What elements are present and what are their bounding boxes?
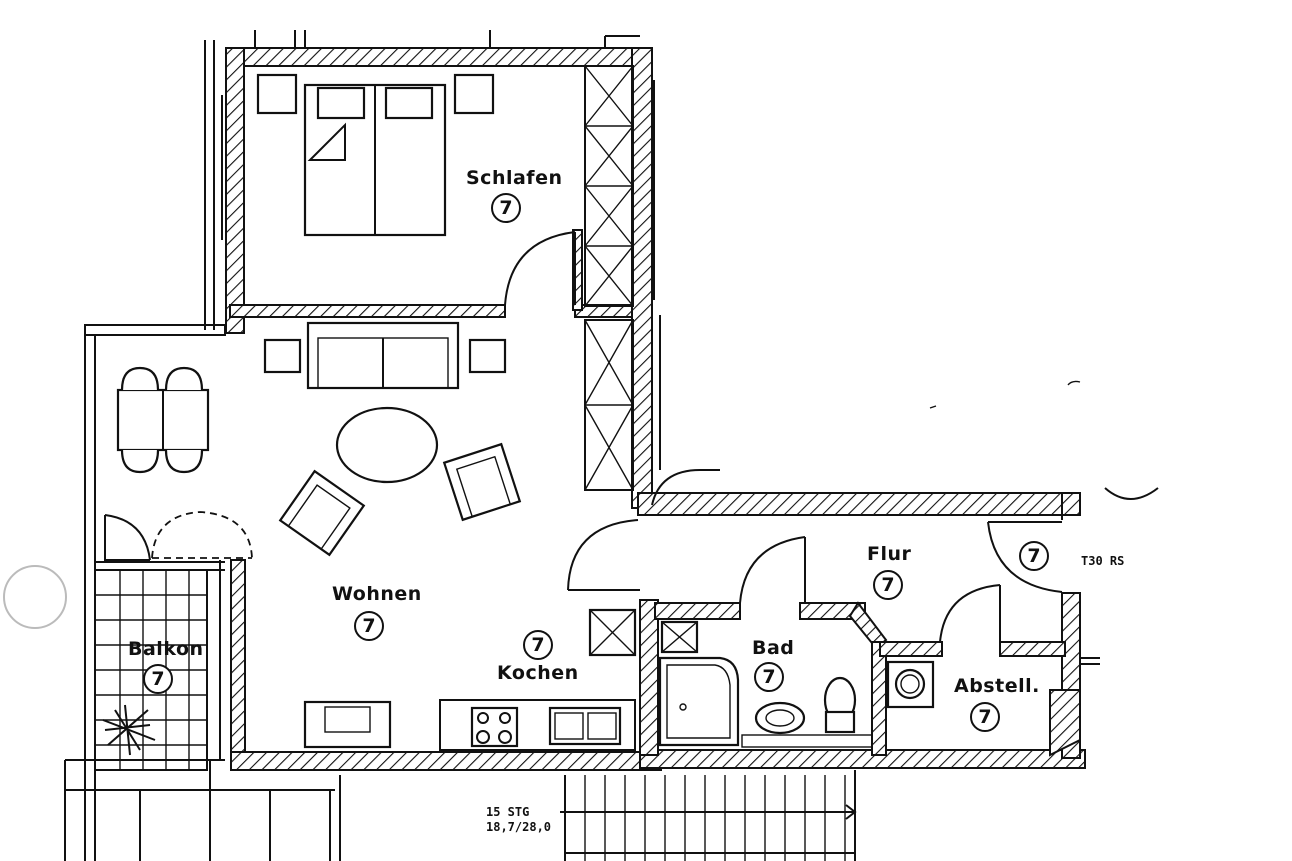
room-labels: Schlafen 7 Wohnen 7 7 Kochen Balkon 7 Fl… bbox=[128, 167, 1124, 834]
stairs bbox=[560, 770, 857, 861]
kitchen-fittings bbox=[439, 608, 637, 751]
room-number-flur: 7 bbox=[881, 574, 894, 596]
wardrobes bbox=[584, 65, 634, 491]
edge-marks bbox=[3, 380, 1159, 665]
room-label-bad: Bad bbox=[752, 637, 794, 659]
room-number-abstell: 7 bbox=[978, 706, 991, 728]
entry-door-number: 7 bbox=[1027, 545, 1040, 567]
room-label-balkon: Balkon bbox=[128, 638, 204, 660]
room-number-kochen: 7 bbox=[531, 634, 544, 656]
bedroom-furniture bbox=[256, 73, 495, 237]
room-label-schlafen: Schlafen bbox=[466, 167, 563, 189]
door-rating-label: T30 RS bbox=[1081, 554, 1124, 568]
room-number-schlafen: 7 bbox=[499, 197, 512, 219]
room-label-kochen: Kochen bbox=[497, 662, 579, 684]
binder-hole-icon bbox=[3, 565, 67, 629]
room-label-flur: Flur bbox=[867, 543, 912, 565]
windows bbox=[254, 30, 640, 48]
stairs-steps-label: 15 STG bbox=[486, 805, 529, 819]
room-label-abstell: Abstell. bbox=[954, 675, 1040, 697]
doors bbox=[504, 231, 1063, 643]
room-label-wohnen: Wohnen bbox=[332, 583, 422, 605]
balcony-doors bbox=[104, 511, 253, 561]
room-number-wohnen: 7 bbox=[362, 615, 375, 637]
storage-fittings bbox=[886, 660, 935, 709]
bath-fittings bbox=[658, 620, 873, 748]
lower-structure bbox=[64, 759, 341, 861]
walls bbox=[84, 40, 1086, 861]
room-number-balkon: 7 bbox=[151, 668, 164, 690]
room-number-bad: 7 bbox=[762, 666, 775, 688]
stairs-ratio-label: 18,7/28,0 bbox=[486, 820, 551, 834]
living-furniture bbox=[116, 321, 522, 749]
